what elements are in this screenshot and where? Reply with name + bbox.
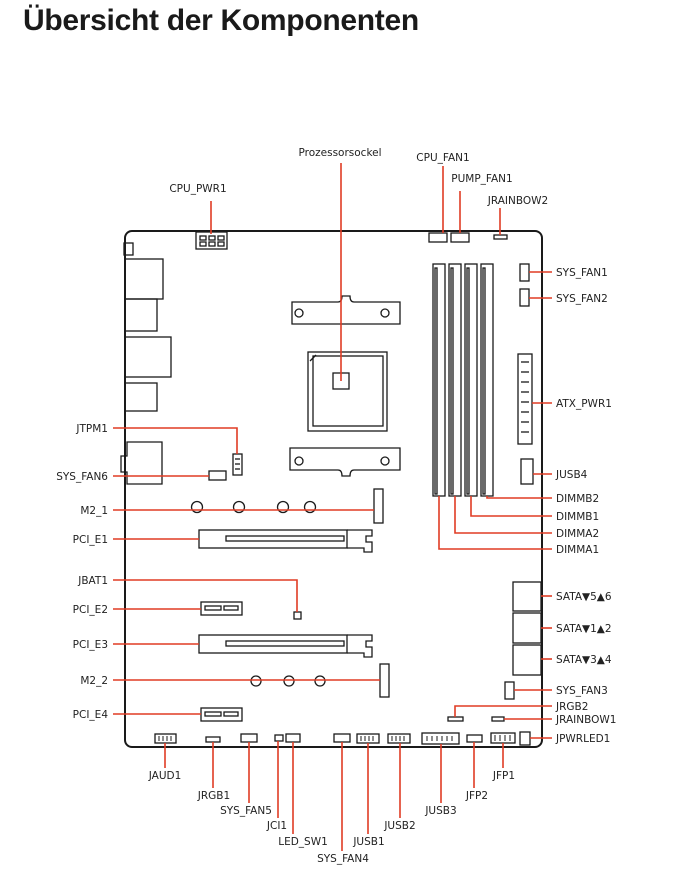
jusb3-header (421, 732, 460, 745)
sata56-connector (512, 581, 542, 612)
label-pump-fan1: PUMP_FAN1 (451, 173, 512, 185)
label-jusb2: JUSB2 (383, 820, 415, 832)
m2-1-standoffs (190, 500, 317, 514)
pci-e2-slot (200, 601, 243, 616)
label-jusb3: JUSB3 (424, 805, 456, 817)
bottom-headers (154, 732, 516, 745)
rear-io-ports (120, 242, 172, 485)
m2-2-standoffs (250, 675, 326, 687)
label-dimma2: DIMMA2 (556, 528, 599, 540)
label-pci-e3: PCI_E3 (73, 639, 108, 651)
label-pci-e4: PCI_E4 (73, 709, 109, 721)
label-led-sw1: LED_SW1 (278, 836, 328, 848)
label-sata12: SATA▼1▲2 (556, 623, 612, 635)
label-pci-e1: PCI_E1 (73, 534, 108, 546)
socket-retention-bottom (289, 447, 401, 477)
jrgb2-header (447, 716, 464, 722)
jusb2-header (387, 733, 411, 744)
jfp2-header (466, 734, 483, 743)
label-jrgb1: JRGB1 (197, 790, 230, 802)
jpwrled1-header (519, 731, 531, 746)
label-jrainbow1: JRAINBOW1 (555, 714, 616, 726)
jrainbow2-header (493, 234, 508, 240)
label-jbat1: JBAT1 (77, 575, 108, 587)
dimm-slots (432, 263, 494, 497)
label-jci1: JCI1 (266, 820, 287, 832)
m2-2-slot (379, 663, 390, 698)
socket-retention-top (291, 295, 401, 325)
label-jusb4: JUSB4 (555, 469, 588, 481)
label-sys-fan4: SYS_FAN4 (317, 853, 369, 865)
label-cpu-pwr1: CPU_PWR1 (169, 183, 226, 195)
label-socket: Prozessorsockel (298, 147, 381, 159)
cpu-fan1-header (428, 232, 448, 243)
page-title: Übersicht der Komponenten (23, 4, 419, 37)
sys-fan6-header (208, 470, 227, 481)
jrainbow1-header (491, 716, 505, 722)
label-sys-fan6: SYS_FAN6 (56, 471, 108, 483)
label-sys-fan2: SYS_FAN2 (556, 293, 608, 305)
label-jrainbow2: JRAINBOW2 (487, 195, 548, 207)
sys-fan4-header (333, 733, 351, 743)
jtpm1-header (232, 453, 243, 476)
sys-fan5-header (240, 733, 258, 743)
pump-fan1-header (450, 232, 470, 243)
sys-fan1-header (519, 263, 530, 282)
jusb4-connector (520, 458, 534, 485)
atx-pwr1-connector (517, 353, 533, 445)
leader-jbat1 (113, 579, 298, 612)
label-sata34: SATA▼3▲4 (556, 654, 612, 666)
sata12-connector (512, 612, 542, 644)
label-dimmb1: DIMMB1 (556, 511, 599, 523)
jaud1-header (154, 733, 177, 744)
label-dimmb2: DIMMB2 (556, 493, 599, 505)
leader-jtpm1 (113, 427, 238, 454)
leader-dimmb2 (486, 496, 552, 499)
sys-fan2-header (519, 288, 530, 307)
leader-dimmb1 (470, 496, 552, 517)
pci-e4-slot (200, 707, 243, 722)
cpu-pwr1-connector (195, 231, 228, 250)
label-jfp2: JFP2 (465, 790, 488, 802)
label-pci-e2: PCI_E2 (73, 604, 108, 616)
label-cpu-fan1: CPU_FAN1 (416, 152, 469, 164)
pin-ticks (158, 735, 511, 741)
sata34-connector (512, 644, 542, 676)
sys-fan3-header (504, 681, 515, 700)
label-jpwrled1: JPWRLED1 (555, 733, 610, 745)
cpu-socket (307, 351, 388, 432)
label-sys-fan1: SYS_FAN1 (556, 267, 608, 279)
label-m2-1: M2_1 (80, 505, 108, 517)
jbat1-jumper (293, 611, 302, 620)
m2-1-slot (373, 488, 384, 524)
jrgb1-header (205, 736, 221, 743)
leader-dimma2 (454, 496, 552, 534)
pci-e3-slot (198, 634, 373, 658)
label-sys-fan3: SYS_FAN3 (556, 685, 608, 697)
label-jusb1: JUSB1 (352, 836, 384, 848)
jci1-header (274, 734, 284, 742)
label-jaud1: JAUD1 (148, 770, 182, 782)
label-dimma1: DIMMA1 (556, 544, 599, 556)
label-sys-fan5: SYS_FAN5 (220, 805, 272, 817)
motherboard-outline (124, 230, 543, 748)
label-sata56: SATA▼5▲6 (556, 591, 612, 603)
label-jfp1: JFP1 (492, 770, 515, 782)
label-m2-2: M2_2 (80, 675, 108, 687)
pci-e1-slot (198, 529, 373, 553)
led-sw1-switch (285, 733, 301, 743)
label-jrgb2: JRGB2 (555, 701, 588, 713)
jusb1-header (356, 733, 380, 744)
leader-jrgb2 (454, 705, 552, 717)
label-atx-pwr1: ATX_PWR1 (556, 398, 612, 410)
label-jtpm1: JTPM1 (75, 423, 108, 435)
leader-lines (113, 163, 552, 851)
leader-dimma1 (438, 496, 552, 550)
